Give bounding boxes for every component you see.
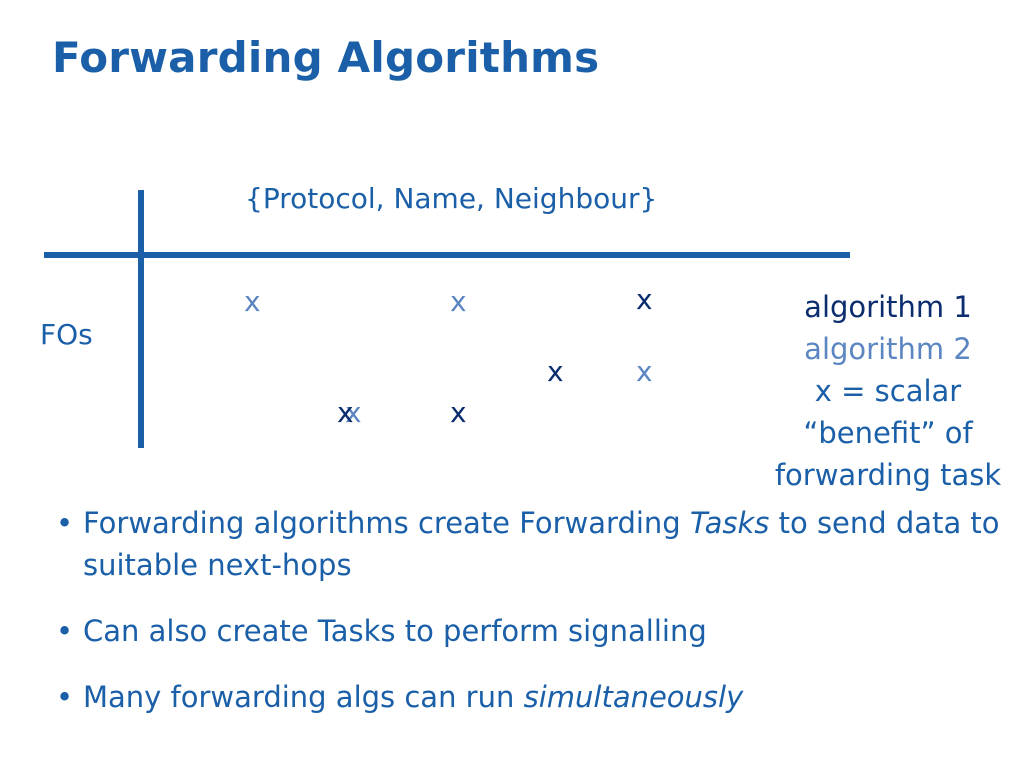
legend-algorithm-2: algorithm 2 (804, 332, 972, 366)
algorithm-2-mark: x (450, 285, 467, 318)
table-horizontal-rule (44, 252, 850, 258)
table-column-header: {Protocol, Name, Neighbour} (245, 182, 658, 215)
bullet-emphasis: simultaneously (523, 680, 744, 714)
bullet-item: • Can also create Tasks to perform signa… (56, 610, 1016, 652)
slide-title: Forwarding Algorithms (52, 33, 600, 82)
bullet-list: • Forwarding algorithms create Forwardin… (56, 502, 1016, 718)
bullet-icon: • (56, 680, 74, 714)
bullet-text: Many forwarding algs can run (83, 680, 524, 714)
algorithm-2-mark: x (244, 285, 261, 318)
algorithm-1-mark: x (547, 355, 564, 388)
bullet-emphasis: Tasks (689, 506, 770, 540)
table-row-header: FOs (40, 318, 93, 351)
legend-algorithm-1: algorithm 1 (804, 290, 972, 324)
algorithm-2-mark: x (636, 355, 653, 388)
algorithm-1-mark: x (636, 283, 653, 316)
bullet-icon: • (56, 506, 74, 540)
algorithm-1-mark: x (337, 396, 354, 429)
legend-note-line: forwarding task (774, 458, 1002, 492)
algorithm-2-mark: x (345, 396, 362, 429)
legend-note-line: x = scalar (814, 374, 962, 408)
table-vertical-rule (138, 190, 144, 448)
bullet-text: Forwarding algorithms create Forwarding (83, 506, 690, 540)
legend: algorithm 1 algorithm 2 x = scalar “bene… (750, 286, 1024, 496)
bullet-icon: • (56, 614, 74, 648)
bullet-item: • Forwarding algorithms create Forwardin… (56, 502, 1016, 586)
legend-note-line: “benefit” of (803, 416, 973, 450)
bullet-text: to send data to suitable next-hops (83, 506, 1000, 582)
bullet-item: • Many forwarding algs can run simultane… (56, 676, 1016, 718)
algorithm-1-mark: x (450, 396, 467, 429)
bullet-text: Can also create Tasks to perform signall… (83, 614, 707, 648)
